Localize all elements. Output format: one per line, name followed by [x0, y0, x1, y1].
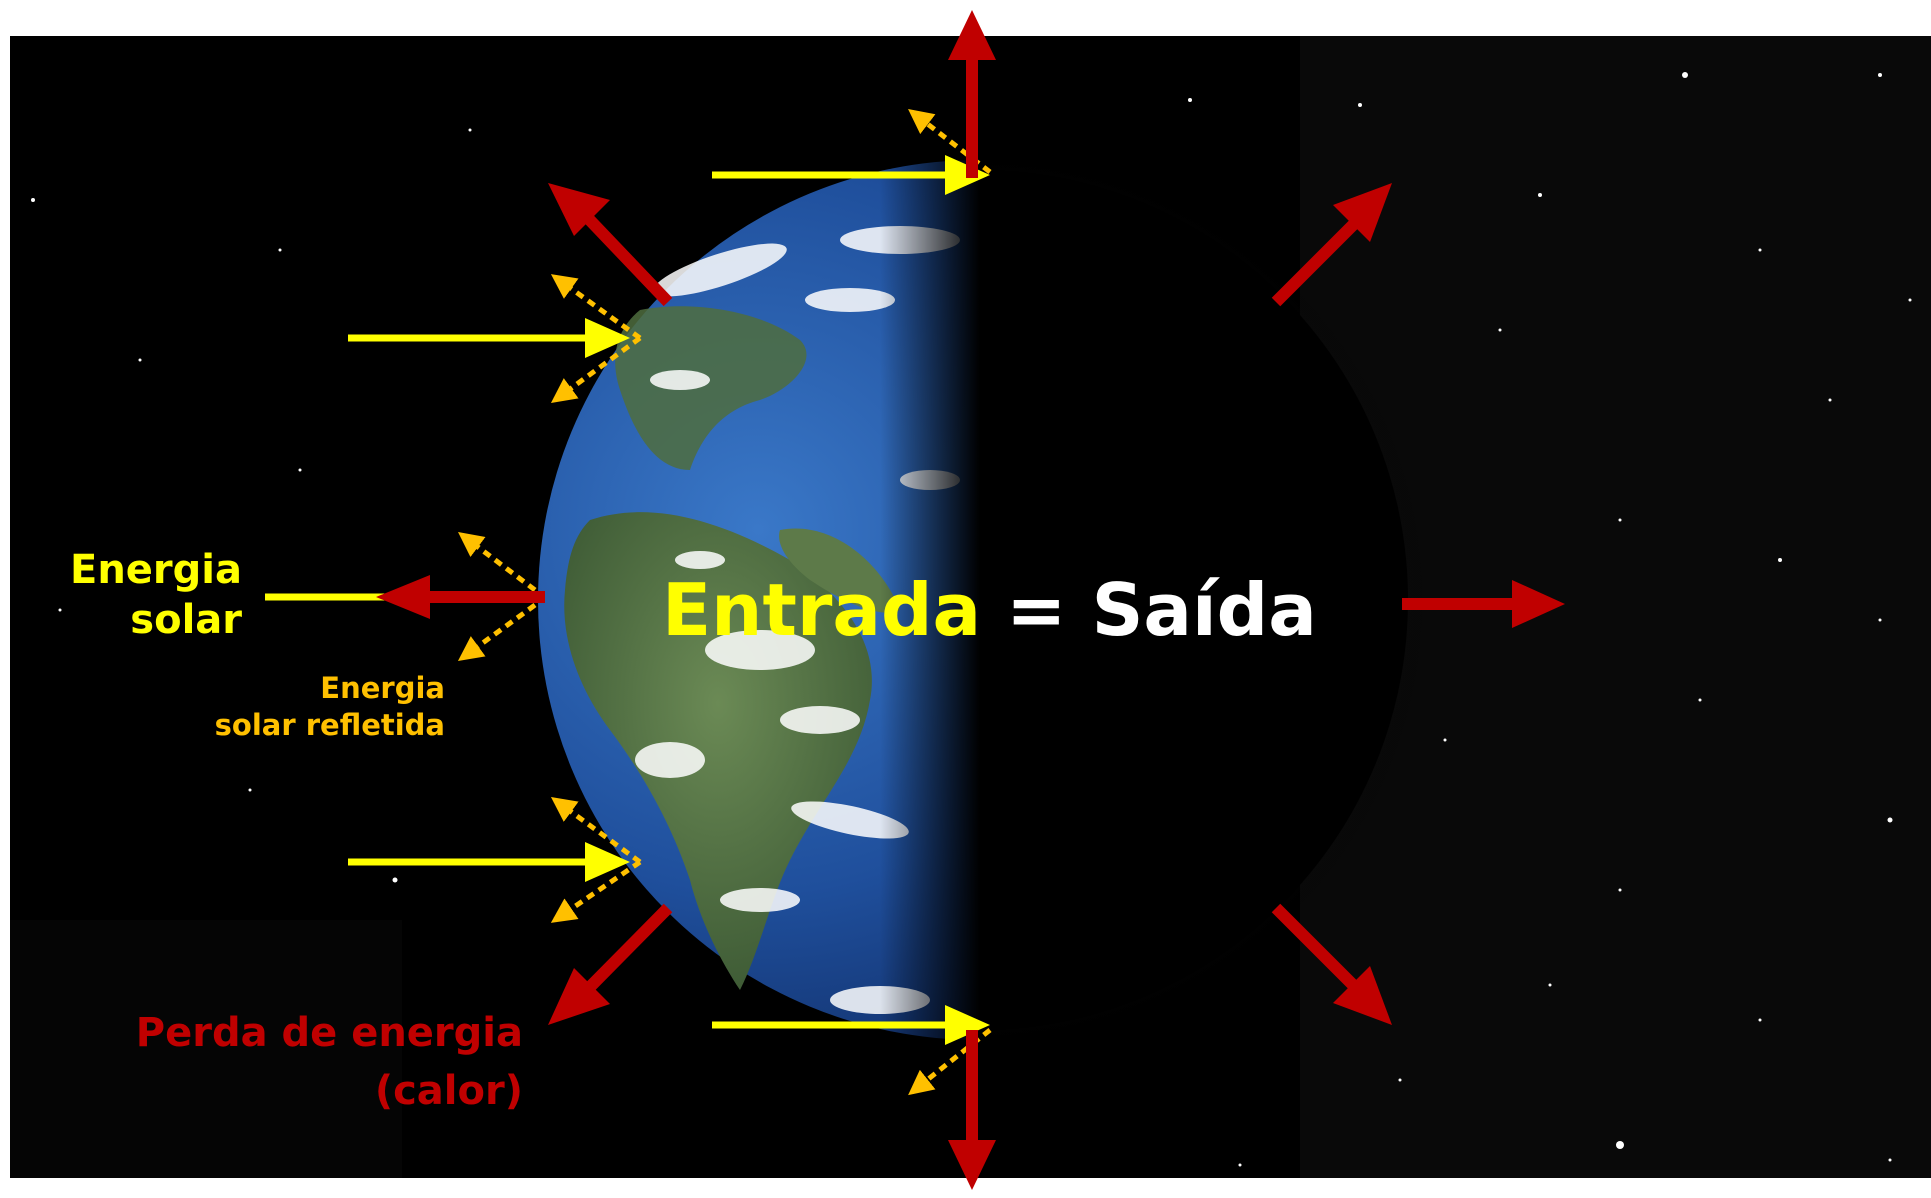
reflected-arrow	[457, 602, 537, 661]
heat-arrow-upper-left	[548, 183, 673, 307]
heat-arrow-bottom	[948, 1030, 996, 1190]
balance-output-word: Saída	[1091, 568, 1317, 652]
heat-arrow-upper-right	[1271, 183, 1392, 307]
reflected-arrow	[550, 274, 642, 341]
stars	[31, 72, 1912, 1167]
heat-arrow-top	[948, 10, 996, 178]
heat-arrow-lower-left	[548, 903, 673, 1025]
energy-balance-equation: Entrada = Saída	[662, 570, 1317, 650]
earth-day-side	[538, 150, 980, 1050]
reflected-energy-label-line1: Energia	[320, 671, 445, 705]
solar-arrow-bottom	[712, 1005, 990, 1045]
heat-loss-arrows	[376, 10, 1565, 1190]
label-backdrop	[10, 920, 402, 1178]
energy-loss-label: Perda de energia (calor)	[136, 1004, 523, 1120]
solar-arrow-upper	[348, 318, 630, 358]
reflected-energy-label: Energia solar refletida	[215, 670, 445, 744]
reflected-energy-label-line2: solar refletida	[214, 708, 445, 742]
heat-arrow-lower-right	[1271, 903, 1392, 1025]
heat-arrow-left	[376, 575, 545, 619]
reflected-arrow	[550, 859, 642, 923]
solar-arrow-lower	[348, 842, 630, 882]
energy-loss-label-line1: Perda de energia	[135, 1010, 523, 1056]
heat-arrow-right	[1402, 580, 1565, 628]
reflected-arrow	[550, 797, 642, 865]
solar-energy-label: Energia solar	[70, 545, 242, 645]
solar-energy-label-line1: Energia	[70, 547, 242, 593]
reflected-arrow	[550, 335, 642, 403]
solar-energy-label-line2: solar	[130, 597, 242, 643]
balance-equals-sign: =	[1006, 568, 1067, 652]
balance-input-word: Entrada	[662, 568, 982, 652]
reflected-arrow	[458, 531, 537, 592]
energy-loss-label-line2: (calor)	[374, 1068, 523, 1114]
